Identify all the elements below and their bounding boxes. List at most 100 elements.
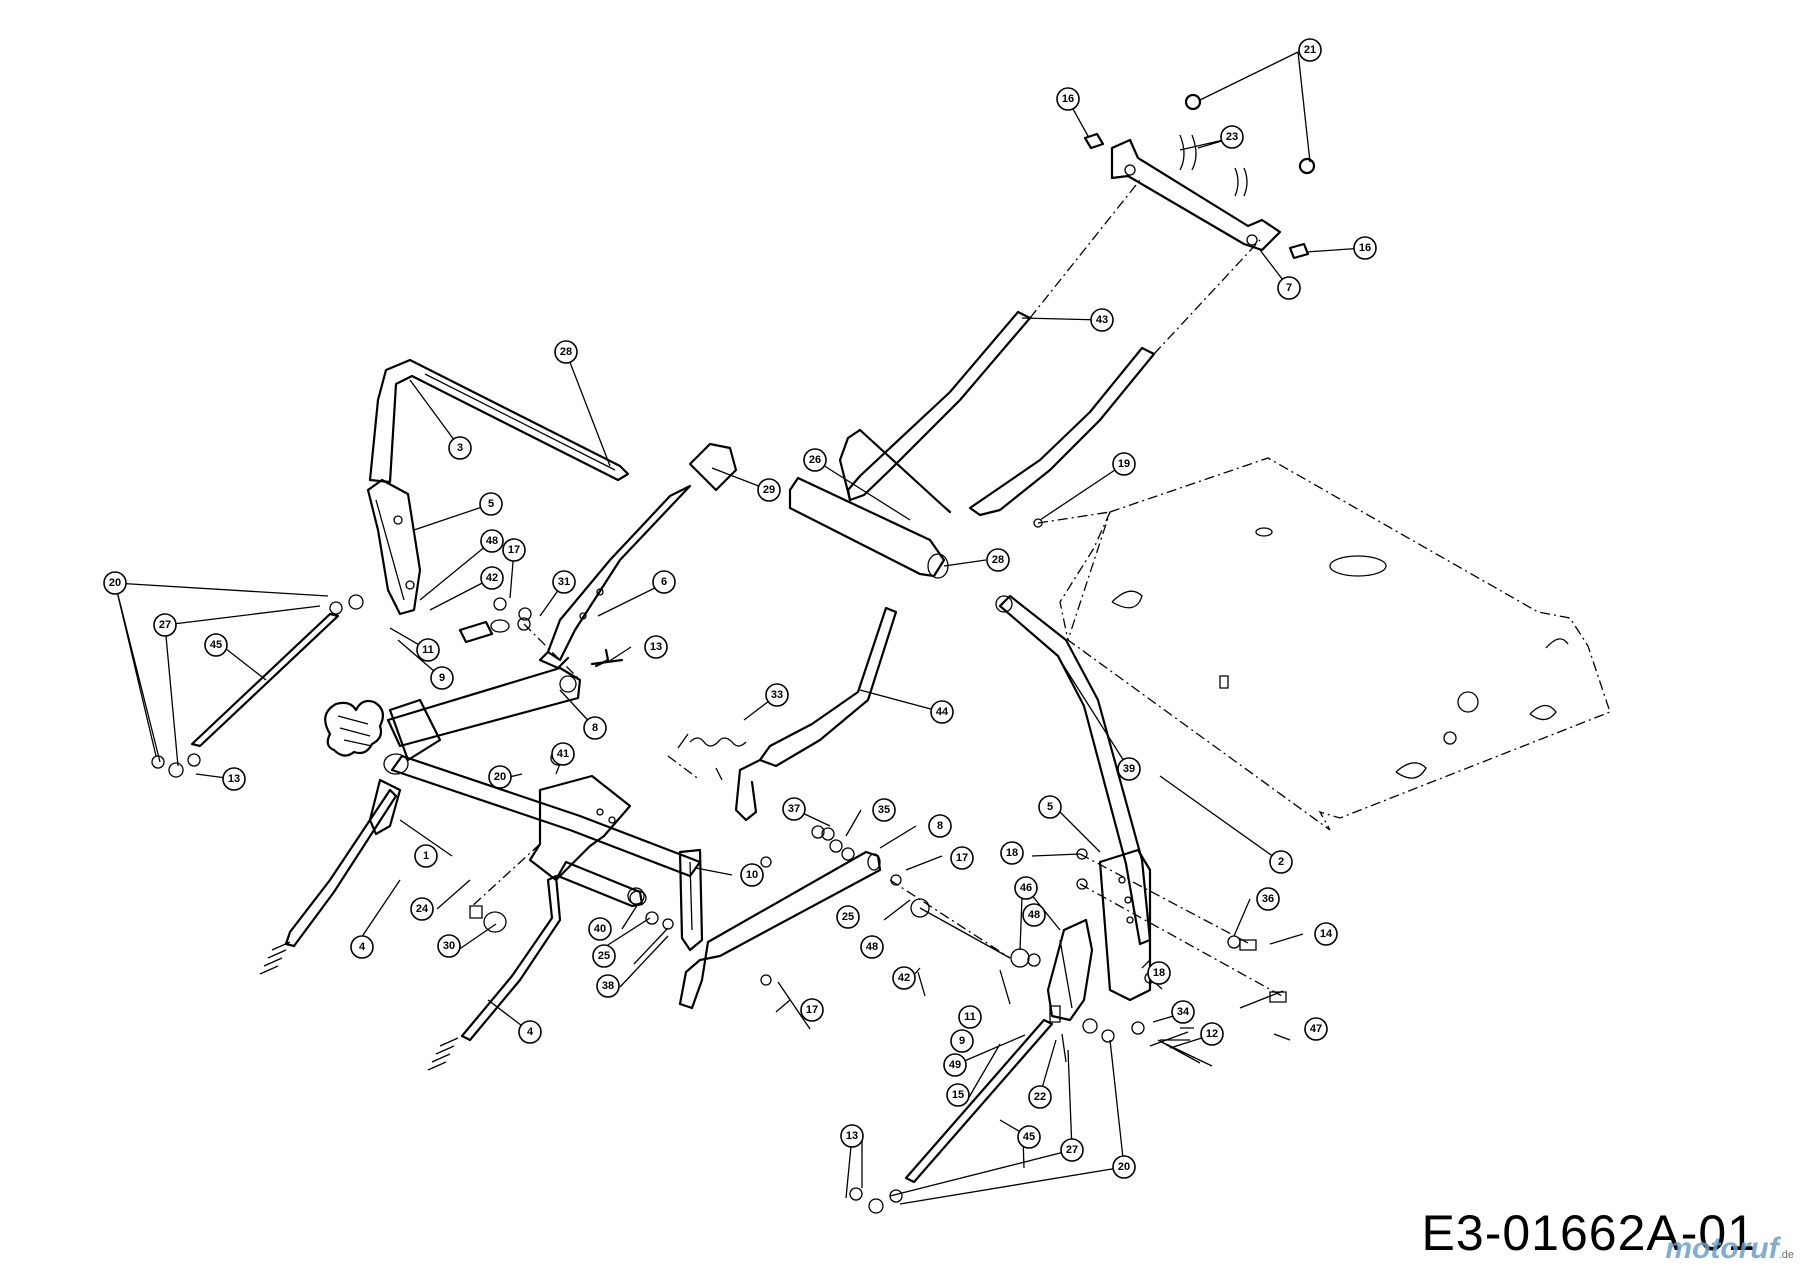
svg-text:18: 18	[1153, 967, 1165, 979]
svg-text:17: 17	[806, 1004, 818, 1016]
part-handle-bracket-7	[1083, 93, 1316, 260]
callout-1: 1	[414, 844, 438, 868]
callout-18: 18	[1000, 841, 1024, 865]
svg-text:19: 19	[1118, 458, 1130, 470]
svg-text:5: 5	[1047, 801, 1053, 813]
callout-34: 34	[1171, 1000, 1195, 1024]
callout-47: 47	[1304, 1017, 1328, 1041]
callout-labels: 21 16 23 16 7 43 28 3 29 26 19 5 28 48 1…	[103, 38, 1377, 1179]
svg-text:28: 28	[560, 346, 572, 358]
callout-22: 22	[1028, 1085, 1052, 1109]
svg-text:29: 29	[763, 484, 775, 496]
callout-45: 45	[204, 633, 228, 657]
part-bail-bar-43	[838, 179, 1261, 517]
callout-2: 2	[1269, 850, 1293, 874]
svg-text:11: 11	[422, 644, 434, 656]
svg-text:23: 23	[1226, 131, 1238, 143]
callout-23: 23	[1220, 125, 1244, 149]
svg-text:18: 18	[1006, 847, 1018, 859]
svg-text:31: 31	[558, 576, 570, 588]
callout-17: 17	[950, 846, 974, 870]
svg-text:42: 42	[898, 972, 910, 984]
callout-16: 16	[1056, 87, 1080, 111]
callout-20: 20	[488, 765, 512, 789]
part-spring-assembly	[324, 698, 442, 836]
callout-28: 28	[554, 340, 578, 364]
svg-text:43: 43	[1096, 314, 1108, 326]
svg-text:25: 25	[842, 911, 854, 923]
svg-text:24: 24	[416, 903, 429, 915]
callout-12: 12	[1200, 1022, 1224, 1046]
callout-19: 19	[1112, 452, 1136, 476]
svg-text:5: 5	[488, 498, 494, 510]
svg-text:13: 13	[228, 773, 240, 785]
svg-text:25: 25	[598, 950, 610, 962]
svg-text:44: 44	[936, 706, 949, 718]
callout-25: 25	[836, 905, 860, 929]
svg-text:47: 47	[1310, 1023, 1322, 1035]
svg-text:10: 10	[746, 869, 758, 881]
callout-48: 48	[860, 935, 884, 959]
callout-11: 11	[958, 1005, 982, 1029]
callout-36: 36	[1256, 887, 1280, 911]
callout-13: 13	[840, 1124, 864, 1148]
svg-text:49: 49	[949, 1059, 961, 1071]
svg-text:46: 46	[1020, 882, 1032, 894]
svg-text:1: 1	[423, 850, 429, 862]
callout-7: 7	[1277, 276, 1301, 300]
callout-33: 33	[765, 683, 789, 707]
svg-text:6: 6	[661, 576, 667, 588]
callout-9: 9	[950, 1029, 974, 1053]
callout-45: 45	[1017, 1125, 1041, 1149]
svg-text:27: 27	[159, 619, 171, 631]
svg-text:8: 8	[937, 820, 943, 832]
svg-text:8: 8	[592, 722, 598, 734]
callout-3: 3	[448, 436, 472, 460]
svg-text:38: 38	[602, 980, 614, 992]
callout-16: 16	[1353, 236, 1377, 260]
part-rockshaft-1	[383, 666, 702, 878]
svg-text:2: 2	[1278, 856, 1284, 868]
svg-text:34: 34	[1177, 1006, 1190, 1018]
svg-text:17: 17	[956, 852, 968, 864]
part-console-panel	[1059, 457, 1611, 831]
callout-26: 26	[803, 448, 827, 472]
svg-text:40: 40	[594, 923, 606, 935]
svg-text:11: 11	[964, 1011, 976, 1023]
svg-text:7: 7	[1286, 282, 1292, 294]
callout-48: 48	[480, 529, 504, 553]
callout-4: 4	[350, 935, 374, 959]
svg-text:17: 17	[508, 544, 520, 556]
callout-28: 28	[986, 548, 1010, 572]
callout-30: 30	[437, 934, 461, 958]
callout-31: 31	[552, 570, 576, 594]
svg-text:45: 45	[210, 639, 222, 651]
svg-text:35: 35	[878, 804, 890, 816]
document-number: E3-01662A-01	[1421, 1205, 1756, 1261]
callout-8: 8	[583, 716, 607, 740]
part-bracket-46	[1046, 918, 1094, 1022]
callout-39: 39	[1117, 757, 1141, 781]
callout-35: 35	[872, 798, 896, 822]
callout-20: 20	[103, 571, 127, 595]
svg-text:48: 48	[1028, 909, 1040, 921]
callout-40: 40	[588, 917, 612, 941]
callout-6: 6	[652, 570, 676, 594]
svg-text:16: 16	[1062, 93, 1074, 105]
callout-4: 4	[518, 1020, 542, 1044]
callout-44: 44	[930, 700, 954, 724]
svg-text:13: 13	[650, 641, 662, 653]
callout-5: 5	[1038, 795, 1062, 819]
part-link-rod-45a	[151, 594, 364, 778]
svg-text:28: 28	[992, 554, 1004, 566]
svg-text:45: 45	[1023, 1131, 1035, 1143]
svg-text:14: 14	[1320, 928, 1333, 940]
part-link-rod-45b	[849, 1018, 1115, 1214]
svg-text:20: 20	[1118, 1161, 1130, 1173]
callout-20: 20	[1112, 1155, 1136, 1179]
callout-10: 10	[740, 863, 764, 887]
callout-13: 13	[222, 767, 246, 791]
svg-text:48: 48	[486, 535, 498, 547]
callout-14: 14	[1314, 922, 1338, 946]
part-arm-8	[678, 850, 882, 1010]
